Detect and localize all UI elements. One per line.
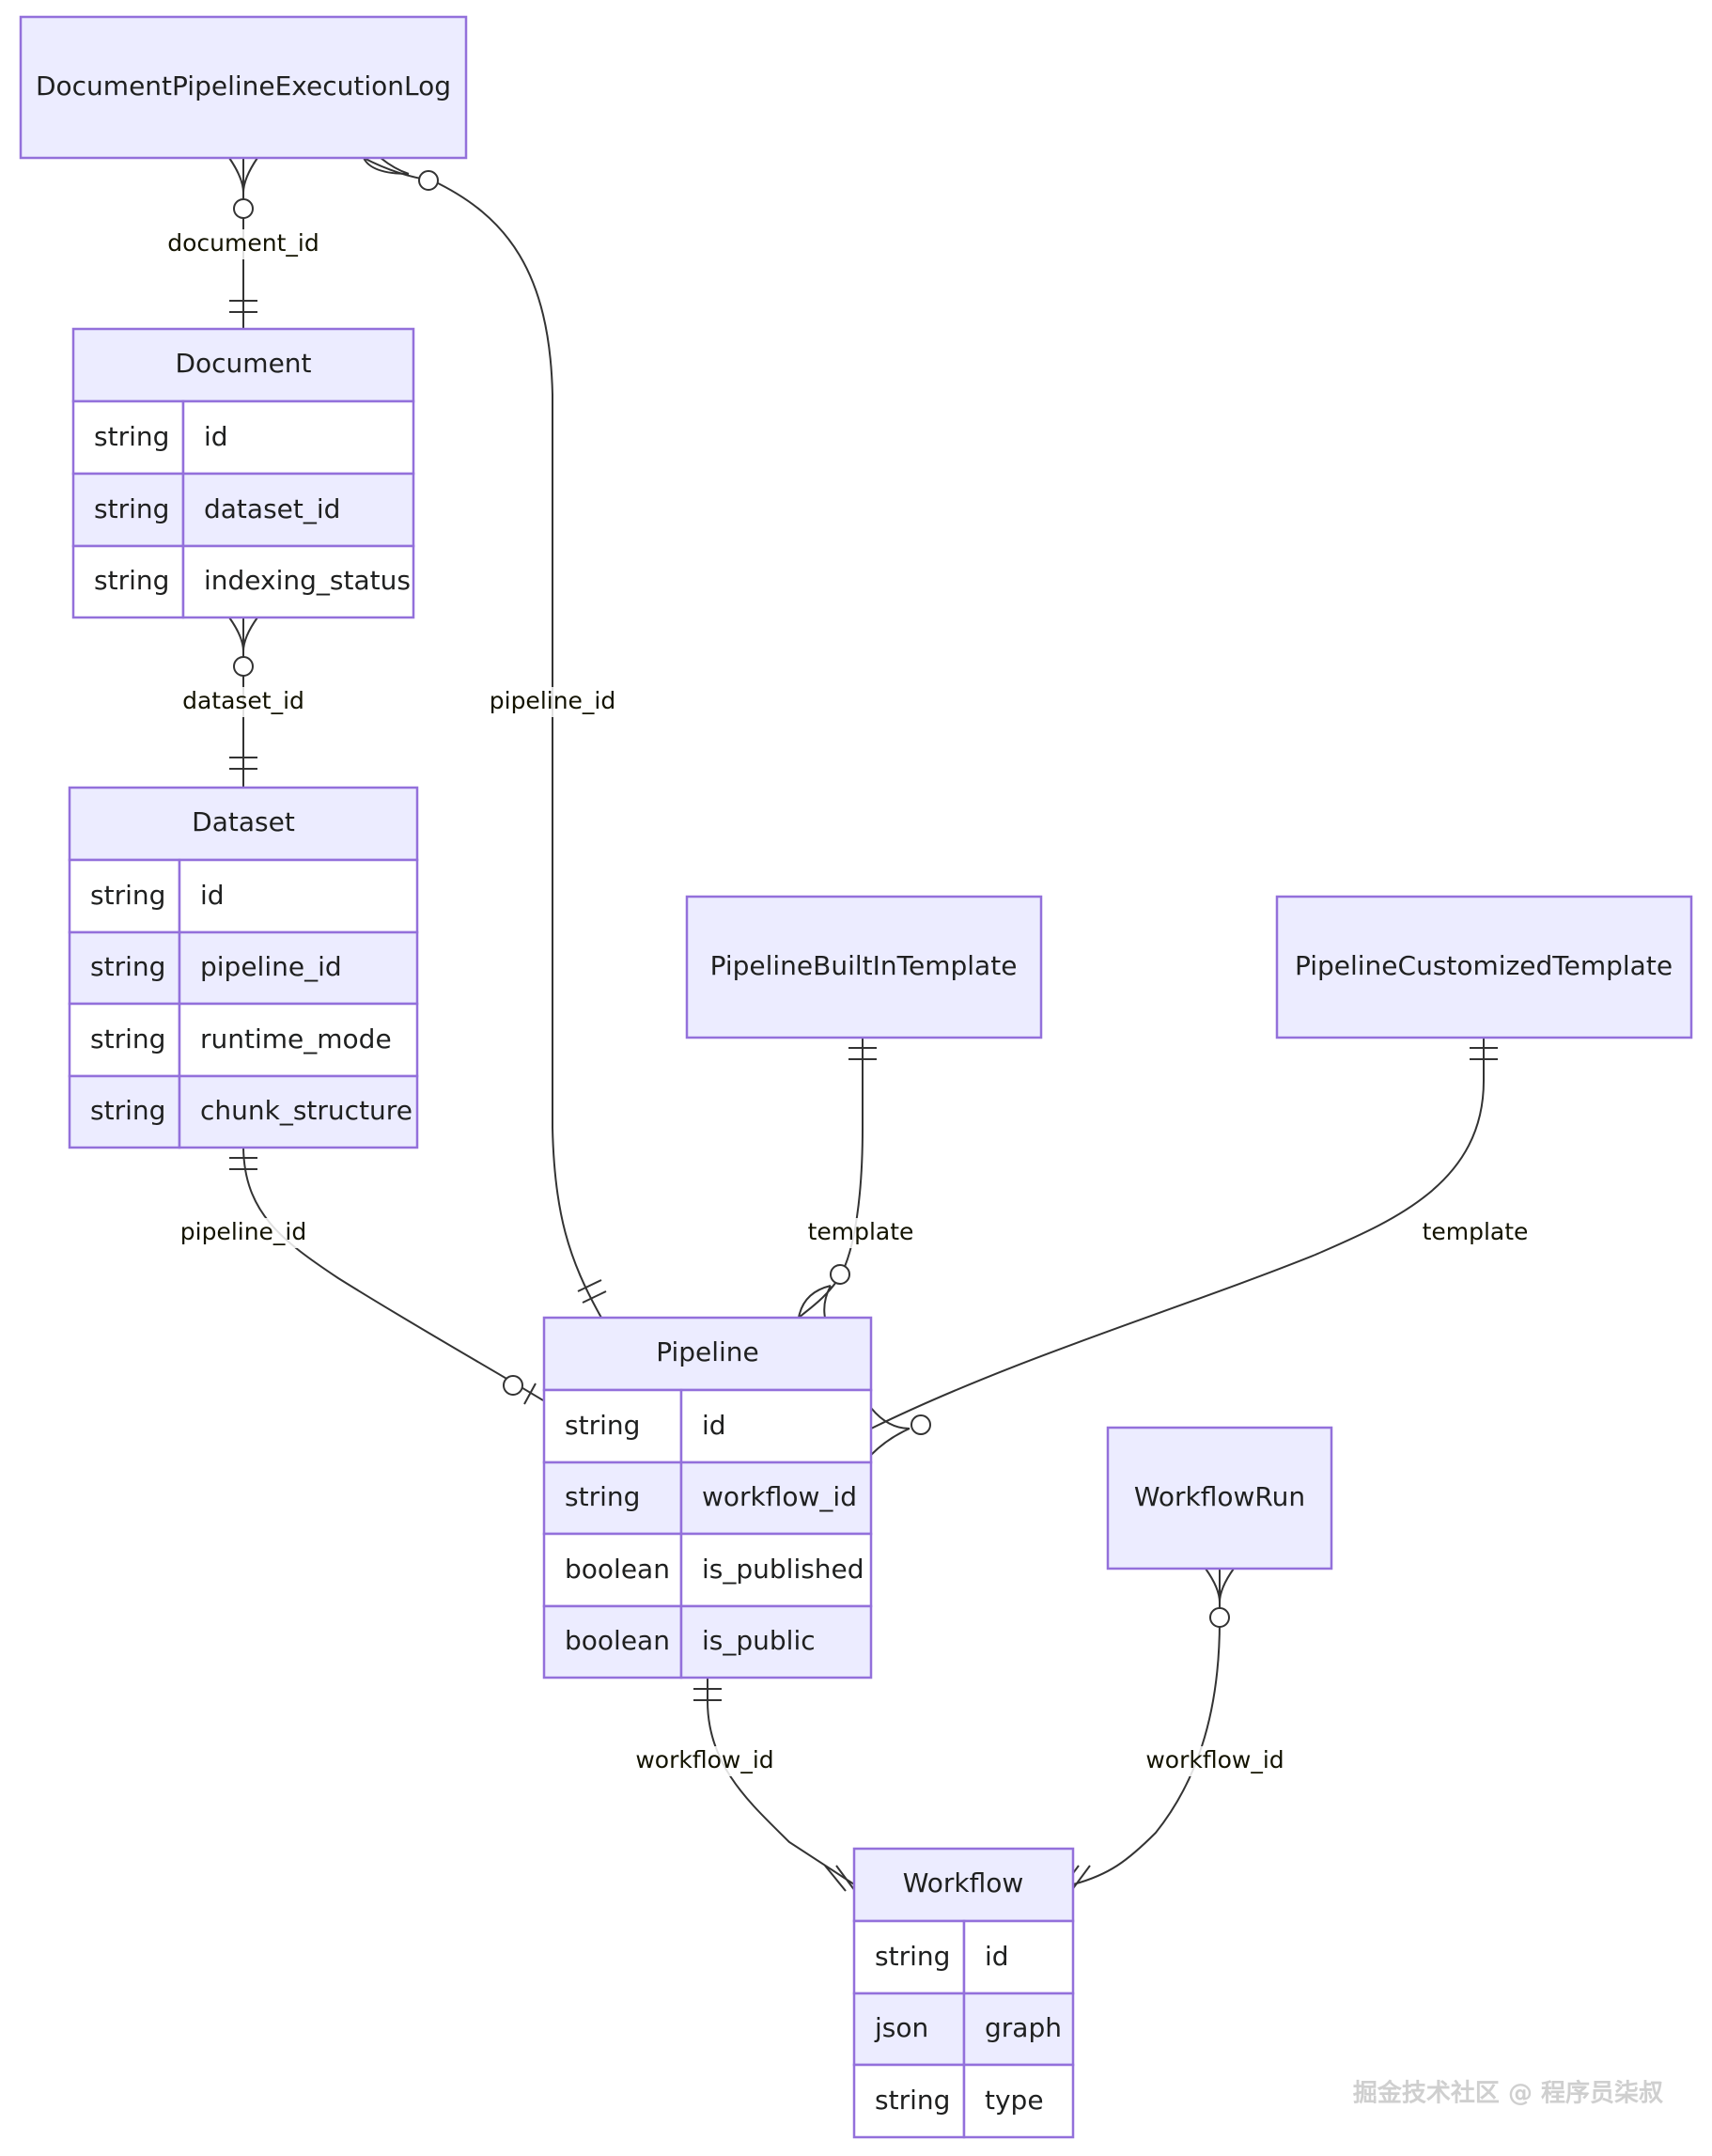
attribute-name: indexing_status <box>204 565 411 596</box>
attribute-row: boolean is_public <box>542 1604 873 1679</box>
marker-exactly-one <box>824 1865 856 1892</box>
attribute-name: id <box>702 1410 726 1441</box>
edge-label-builtin-template: template <box>808 1218 914 1245</box>
attribute-name: id <box>200 880 225 911</box>
marker-exactly-one <box>1470 1047 1498 1060</box>
marker-zero-or-many <box>363 157 439 191</box>
edge-dataset-pipeline-id <box>242 1147 544 1401</box>
attribute-type: string <box>875 1941 950 1972</box>
marker-exactly-one <box>577 1279 607 1304</box>
attribute-name: pipeline_id <box>200 951 342 982</box>
edge-label-dataset-pipeline-id: pipeline_id <box>180 1218 307 1245</box>
attribute-type: string <box>90 1023 165 1055</box>
attribute-name: type <box>985 2085 1044 2116</box>
marker-zero-or-many <box>1205 1568 1235 1628</box>
marker-exactly-one <box>848 1047 877 1060</box>
attribute-type: string <box>94 565 169 596</box>
attribute-row: string chunk_structure <box>68 1074 419 1149</box>
edge-label-dataset-id: dataset_id <box>182 687 304 714</box>
attribute-row: string workflow_id <box>542 1461 873 1536</box>
entity-workflow[interactable]: Workflow string id json graph string typ… <box>852 1847 1075 2139</box>
attribute-type: string <box>90 880 165 911</box>
attribute-row: boolean is_published <box>542 1532 873 1608</box>
edge-pipeline-workflow-id <box>707 1678 855 1885</box>
marker-zero-or-one <box>503 1375 537 1405</box>
attribute-type: json <box>874 2012 928 2043</box>
edge-label-pipeline-workflow-id: workflow_id <box>635 1746 773 1773</box>
attribute-name: workflow_id <box>702 1481 857 1512</box>
attribute-row: string indexing_status <box>71 544 415 619</box>
attribute-name: chunk_structure <box>200 1095 412 1126</box>
entity-title: Pipeline <box>656 1336 759 1367</box>
entity-dataset[interactable]: Dataset string id string pipeline_id str… <box>68 786 419 1149</box>
attribute-type: boolean <box>565 1554 670 1585</box>
attribute-row: string dataset_id <box>71 472 415 548</box>
entity-pipeline-built-in-template[interactable]: PipelineBuiltInTemplate <box>685 895 1043 1039</box>
attribute-row: string id <box>852 1919 1075 1995</box>
attribute-row: json graph <box>852 1992 1075 2067</box>
edge-label-log-pipeline-id: pipeline_id <box>490 687 616 714</box>
attribute-name: runtime_mode <box>200 1023 392 1055</box>
marker-zero-or-many <box>228 157 258 219</box>
entity-title: PipelineBuiltInTemplate <box>710 950 1018 981</box>
attribute-type: string <box>94 421 169 452</box>
entity-title: PipelineCustomizedTemplate <box>1295 950 1673 981</box>
attribute-name: is_published <box>702 1554 864 1585</box>
attribute-type: boolean <box>565 1625 670 1656</box>
attribute-type: string <box>565 1410 640 1441</box>
attribute-name: id <box>985 1941 1009 1972</box>
attribute-name: id <box>204 421 228 452</box>
edge-labels: document_id pipeline_id dataset_id pipel… <box>167 229 1528 1776</box>
cardinality-markers <box>228 157 1498 1892</box>
marker-exactly-one <box>693 1688 722 1701</box>
marker-zero-or-many <box>228 617 258 677</box>
entity-title: Dataset <box>192 806 295 837</box>
entity-title: Document <box>175 348 311 379</box>
attribute-type: string <box>94 493 169 524</box>
attribute-type: string <box>90 1095 165 1126</box>
attribute-name: graph <box>985 2012 1062 2043</box>
attribute-row: string runtime_mode <box>68 1002 419 1078</box>
attribute-row: string id <box>71 399 415 476</box>
edge-label-customized-template: template <box>1423 1218 1529 1245</box>
entity-pipeline-customized-template[interactable]: PipelineCustomizedTemplate <box>1275 895 1693 1039</box>
entity-document[interactable]: Document string id string dataset_id str… <box>71 327 415 619</box>
attribute-row: string type <box>852 2063 1075 2139</box>
marker-zero-or-many <box>870 1407 931 1456</box>
marker-exactly-one <box>229 757 257 770</box>
edge-label-run-workflow-id: workflow_id <box>1145 1746 1284 1773</box>
attribute-row: string id <box>542 1388 873 1464</box>
entity-document-pipeline-execution-log[interactable]: DocumentPipelineExecutionLog <box>19 15 468 160</box>
edge-customized-template <box>870 1038 1485 1430</box>
edge-label-document-id: document_id <box>167 229 319 257</box>
entity-title: DocumentPipelineExecutionLog <box>36 70 451 102</box>
watermark: 掘金技术社区 @ 程序员柒叔 <box>1353 2079 1664 2108</box>
attribute-row: string pipeline_id <box>68 930 419 1006</box>
attribute-type: string <box>875 2085 950 2116</box>
attribute-type: string <box>565 1481 640 1512</box>
entity-workflow-run[interactable]: WorkflowRun <box>1106 1426 1333 1570</box>
attribute-type: string <box>90 951 165 982</box>
entity-pipeline[interactable]: Pipeline string id string workflow_id bo… <box>542 1316 873 1679</box>
marker-exactly-one <box>229 1157 257 1170</box>
marker-zero-or-many <box>798 1264 850 1319</box>
attribute-name: is_public <box>702 1625 816 1656</box>
marker-exactly-one <box>229 300 257 313</box>
attribute-row: string id <box>68 858 419 934</box>
attribute-name: dataset_id <box>204 493 340 524</box>
entity-title: Workflow <box>903 1867 1024 1898</box>
entity-title: WorkflowRun <box>1134 1481 1305 1512</box>
edge-builtin-template <box>798 1038 864 1319</box>
edge-run-workflow-id <box>1072 1569 1221 1885</box>
